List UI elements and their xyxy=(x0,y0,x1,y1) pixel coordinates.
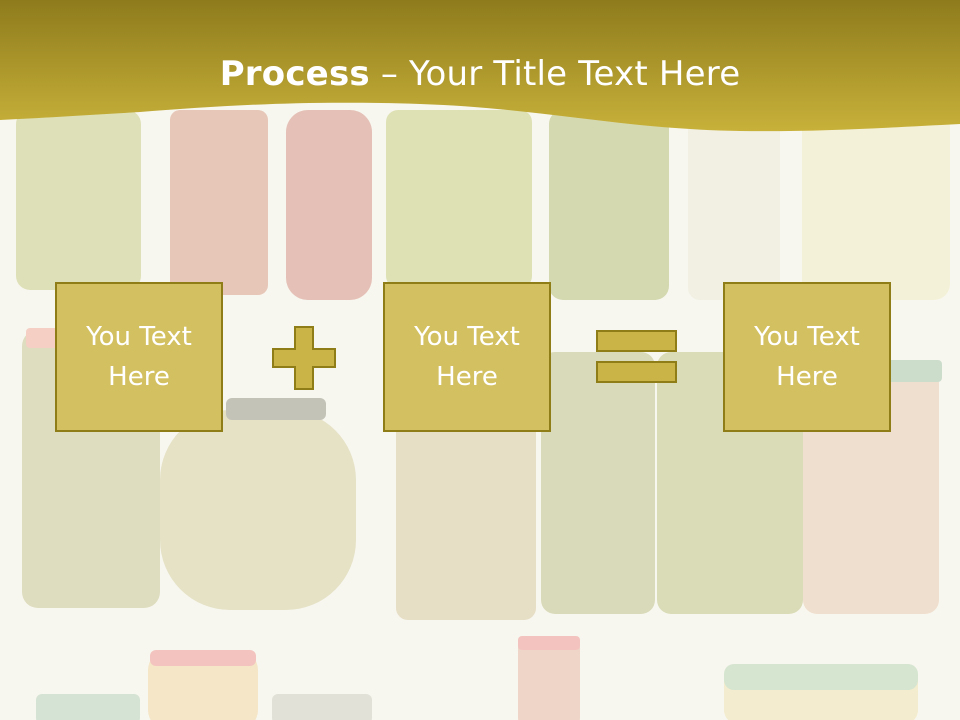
process-box-2[interactable]: You Text Here xyxy=(383,282,551,432)
title-banner xyxy=(0,0,960,132)
process-box-1[interactable]: You Text Here xyxy=(55,282,223,432)
plus-icon xyxy=(272,326,336,390)
title-rest: – Your Title Text Here xyxy=(369,54,741,94)
process-box-3[interactable]: You Text Here xyxy=(723,282,891,432)
page-title: Process – Your Title Text Here xyxy=(0,54,960,94)
equals-icon xyxy=(596,330,677,383)
process-box-1-text: You Text Here xyxy=(86,322,192,392)
process-box-3-text: You Text Here xyxy=(754,322,860,392)
title-bold: Process xyxy=(219,54,370,94)
process-box-2-text: You Text Here xyxy=(414,322,520,392)
